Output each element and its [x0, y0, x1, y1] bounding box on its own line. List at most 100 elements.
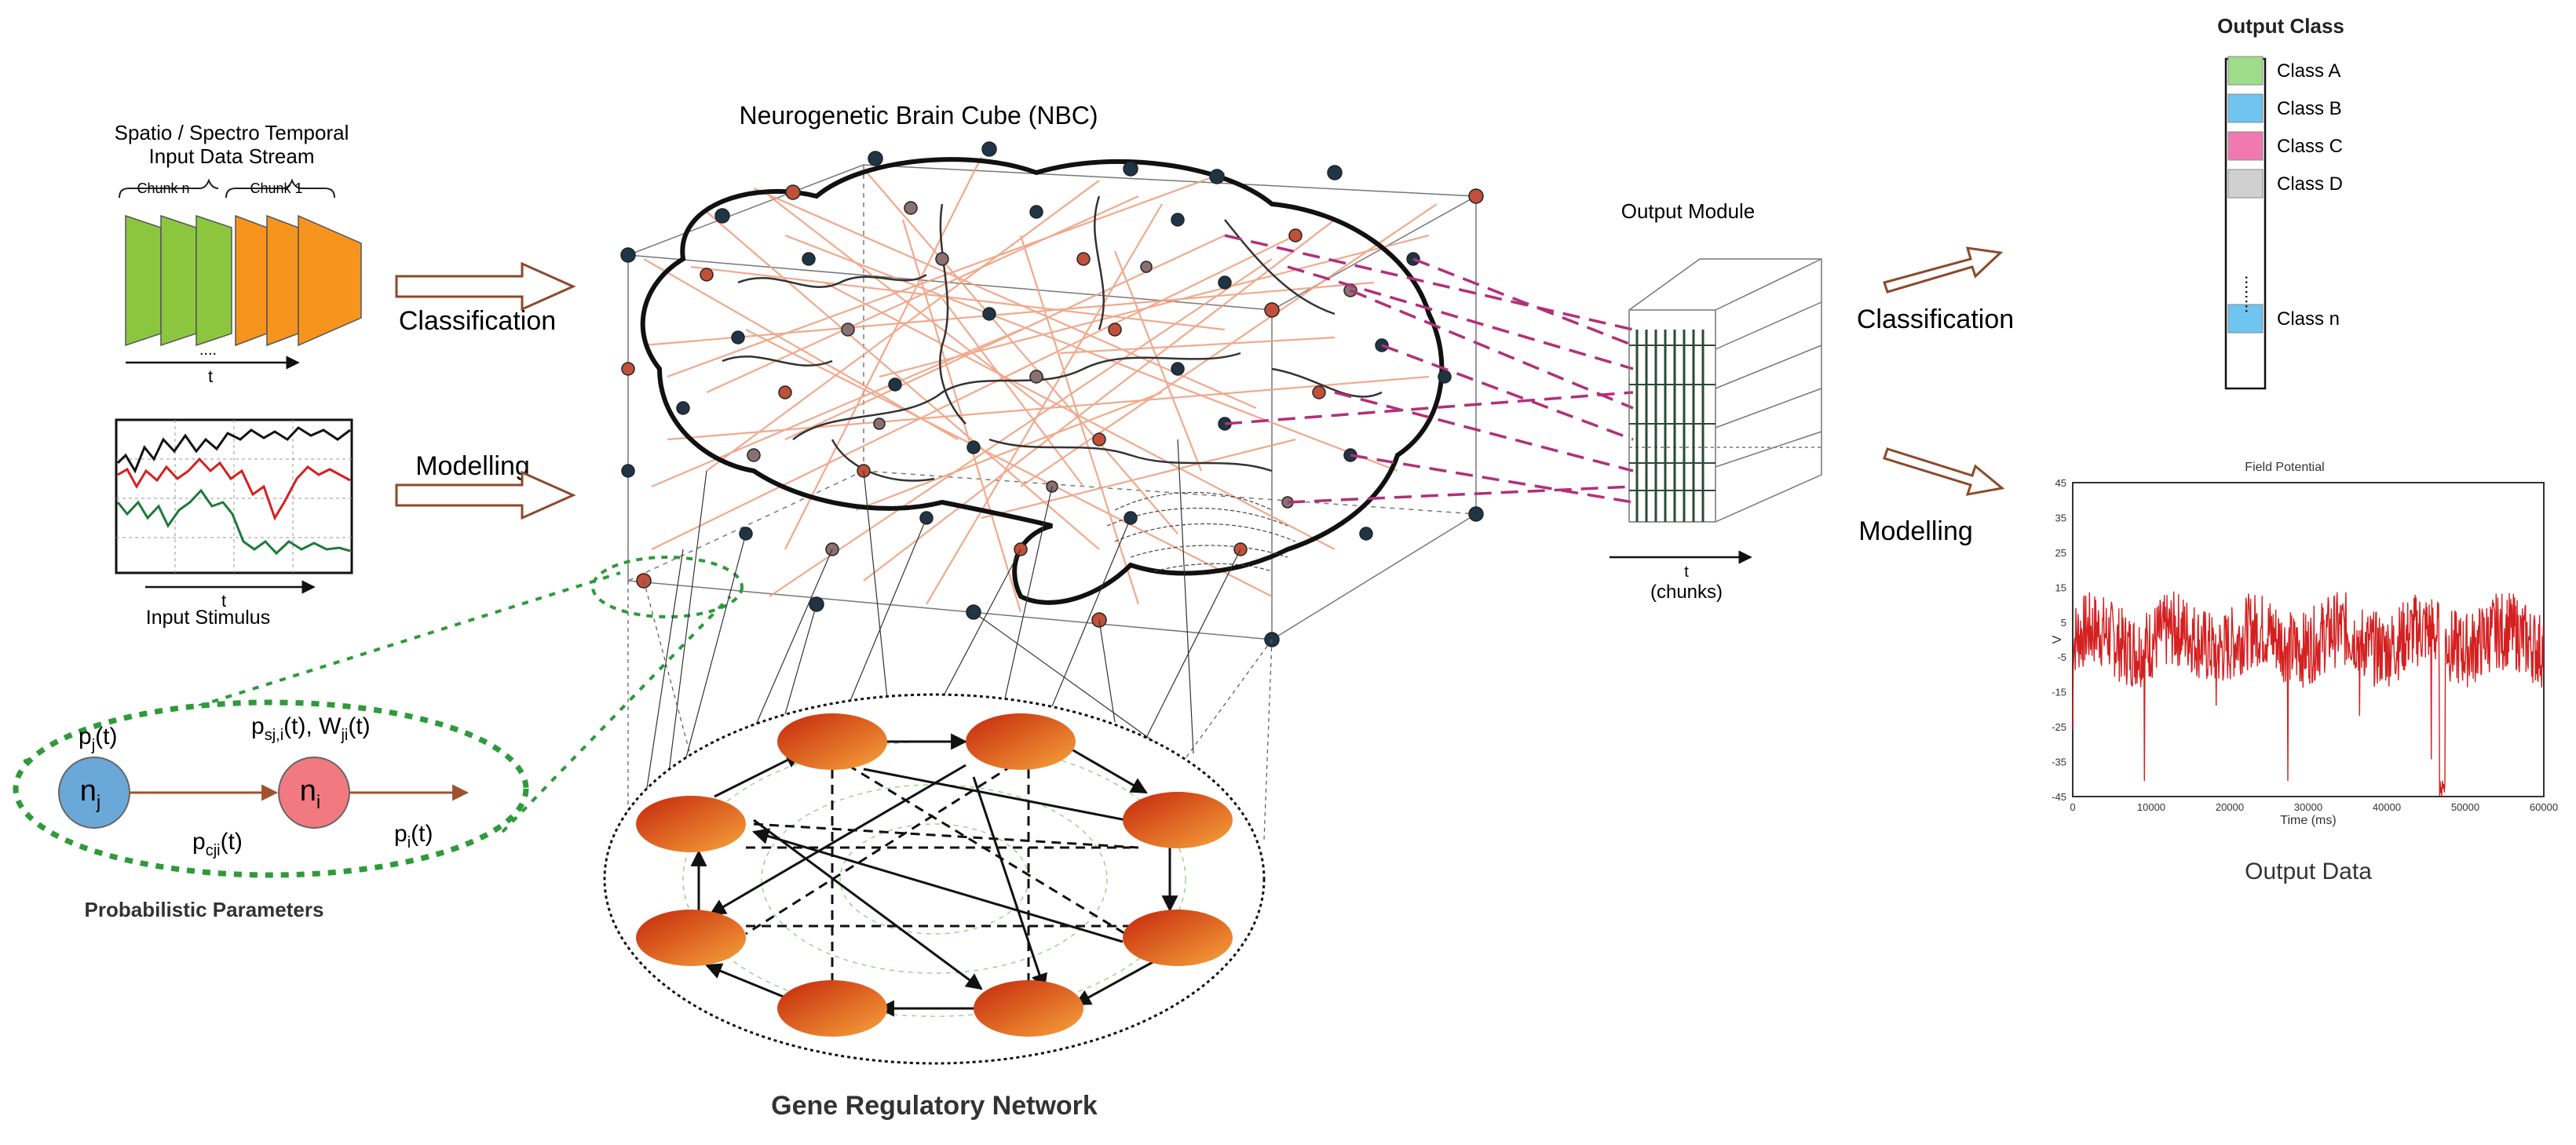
cube-to-grn-fan — [643, 439, 1241, 809]
x-tick-label: 60000 — [2530, 801, 2558, 813]
chunk-ellipsis: .... — [199, 341, 217, 359]
zoom-source-ellipse — [591, 556, 744, 618]
grn-boundary — [603, 693, 1266, 1065]
psij-label: psj,i(t), Wji(t) — [251, 713, 371, 744]
y-tick-label: 5 — [2061, 617, 2066, 629]
nbc-connections — [643, 156, 1438, 613]
class-dots: ........ — [2242, 275, 2261, 314]
chart-series-line — [2072, 591, 2545, 797]
chart-ylabel: V — [2051, 635, 2064, 644]
output-class-panel: Output Class Class A Class B Class C Class … — [2217, 14, 2344, 390]
grn-node — [636, 910, 746, 966]
class-swatch — [2227, 131, 2264, 161]
output-arrows: Classification Modelling — [1857, 246, 2014, 546]
grn-node — [974, 980, 1083, 1037]
chunk-slab-orange-3 — [298, 214, 362, 347]
class-label: Class C — [2277, 136, 2343, 157]
grn-node — [1123, 910, 1233, 966]
classification-arrow-in — [395, 261, 576, 312]
grn-node — [777, 713, 887, 770]
zoom-line-lower — [501, 595, 732, 833]
classification-label-out: Classification — [1857, 304, 2014, 334]
input-arrows: Classification Modelling — [395, 261, 576, 520]
chunk-slab-green-1 — [125, 214, 162, 347]
input-stream-panel: Spatio / Spectro Temporal Input Data Str… — [115, 121, 362, 629]
grn-node — [966, 713, 1076, 770]
y-tick-label: -35 — [2052, 757, 2066, 768]
stimulus-label: Input Stimulus — [146, 607, 270, 629]
nbc-to-output-links — [1224, 234, 1634, 504]
node-ni-label: ni — [300, 775, 320, 813]
x-tick-label: 30000 — [2294, 801, 2322, 813]
chart-xlabel: Time (ms) — [2280, 814, 2336, 827]
brain-outline — [640, 157, 1445, 605]
stimulus-line-green — [116, 488, 351, 556]
y-tick-label: 15 — [2055, 582, 2066, 593]
class-label: Class B — [2277, 98, 2342, 119]
modelling-arrow-in — [395, 470, 576, 520]
grn-nodes — [636, 713, 1233, 1037]
y-tick-label: 45 — [2055, 477, 2066, 489]
output-module: Output Module t (chunks) — [1610, 199, 1822, 603]
brain-folds — [722, 195, 1383, 482]
x-tick-label: 10000 — [2137, 801, 2165, 813]
nbc-title: Neurogenetic Brain Cube (NBC) — [739, 101, 1098, 129]
modelling-label-out: Modelling — [1858, 516, 1973, 546]
chunk-n-brace — [119, 178, 219, 199]
y-tick-label: -5 — [2057, 651, 2066, 663]
class-swatch — [2227, 169, 2264, 199]
output-class-title: Output Class — [2217, 14, 2344, 38]
output-chunks-label: (chunks) — [1650, 582, 1723, 603]
y-tick-label: 25 — [2055, 547, 2066, 559]
output-time-label: t — [1684, 563, 1689, 581]
chunk-slab-orange-2 — [266, 214, 299, 347]
output-module-columns — [1635, 330, 1705, 522]
class-label: Class n — [2277, 308, 2340, 330]
chunk-n-label: Chunk n — [137, 181, 189, 196]
classification-label-in: Classification — [399, 306, 556, 336]
params-panel: nj ni pj(t) psj,i(t), Wji(t) pcji(t) pi(… — [13, 556, 744, 921]
classification-arrow-out — [1883, 246, 2004, 294]
pi-label: pi(t) — [394, 821, 433, 851]
params-title: Probabilistic Parameters — [85, 898, 324, 921]
x-tick-label: 0 — [2070, 801, 2075, 813]
grn-panel: Gene Regulatory Network — [603, 439, 1273, 1121]
chunk-slab-green-3 — [195, 214, 232, 347]
class-swatch — [2227, 56, 2264, 86]
nbc-neurons — [620, 141, 1484, 647]
grn-edges-solid — [690, 733, 1178, 1017]
input-time-label: t — [208, 366, 213, 386]
y-tick-label: -25 — [2052, 721, 2066, 733]
class-label: Class D — [2277, 173, 2343, 195]
chunk-slab-orange-1 — [235, 214, 268, 347]
grn-node — [1123, 792, 1233, 848]
grn-node — [777, 980, 887, 1037]
output-module-title: Output Module — [1621, 199, 1756, 223]
grn-title: Gene Regulatory Network — [771, 1091, 1098, 1121]
y-tick-label: -45 — [2052, 791, 2066, 803]
input-title-line1: Spatio / Spectro Temporal — [115, 121, 349, 144]
class-swatch — [2227, 304, 2264, 334]
chunk-1-label: Chunk 1 — [250, 181, 302, 196]
x-tick-label: 20000 — [2216, 801, 2244, 813]
x-tick-label: 40000 — [2373, 801, 2401, 813]
class-label: Class A — [2277, 60, 2340, 82]
chunk-slab-green-2 — [160, 214, 197, 347]
pcji-label: pcji(t) — [192, 829, 243, 859]
chart-title: Field Potential — [2245, 461, 2324, 474]
output-data-title: Output Data — [2245, 859, 2372, 884]
class-swatch — [2227, 93, 2264, 123]
node-nj-label: nj — [80, 775, 100, 813]
output-module-box — [1628, 258, 1822, 523]
pj-label: pj(t) — [79, 724, 117, 754]
output-module-rows — [1629, 345, 1716, 491]
stimulus-time-label: t — [221, 591, 226, 611]
y-tick-label: -15 — [2052, 687, 2066, 698]
stimulus-line-black — [116, 426, 351, 474]
grn-edges-dashed — [745, 764, 1139, 985]
stimulus-plot-grid — [116, 420, 352, 573]
y-tick-label: 35 — [2055, 512, 2066, 523]
